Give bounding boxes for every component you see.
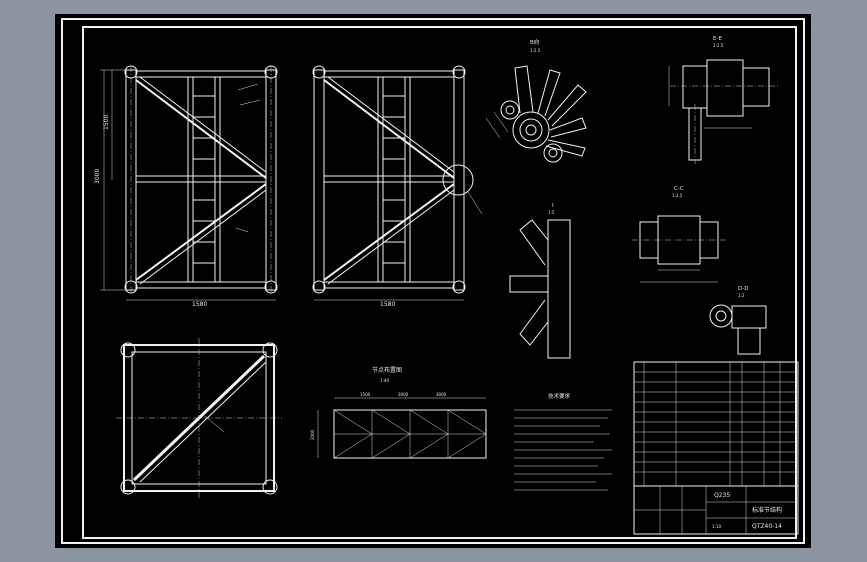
- title-scale: 1:10: [712, 524, 721, 529]
- side-width-dim: 1580: [380, 301, 395, 308]
- title-drawing-name: 标准节结构: [752, 506, 782, 514]
- front-view-truss: 3000 1500 1580: [94, 65, 278, 308]
- layout-dim-b: 3000: [398, 392, 409, 397]
- view-b-label: B向: [530, 38, 539, 46]
- layout-dim-h: 2000: [310, 429, 315, 440]
- drawing-sheet: [55, 14, 811, 548]
- side-view-truss: 1580: [312, 65, 483, 308]
- front-sub-dim: 1500: [103, 115, 110, 130]
- top-view-square: [116, 338, 282, 498]
- detail-i-label: I: [552, 203, 554, 209]
- sheet-border-outer: [61, 18, 805, 544]
- tech-title: 技术要求: [548, 392, 571, 400]
- section-ee-scale: 1:2.5: [713, 43, 724, 48]
- layout-dim-c: 3000: [436, 392, 447, 397]
- layout-title: 节点布置图: [372, 366, 402, 374]
- title-drawing-code: QTZ40-14: [752, 523, 782, 530]
- title-material: Q235: [714, 492, 730, 499]
- front-height-dim: 3000: [94, 169, 101, 184]
- section-cc: C-C 1:2.5: [632, 186, 726, 283]
- detail-i-scale: 1:5: [548, 210, 555, 215]
- view-b-scale: 1:2.5: [530, 48, 541, 53]
- layout-dim-a: 1500: [360, 392, 371, 397]
- technical-notes: 技术要求: [514, 392, 612, 491]
- view-b-hub: B向 1:2.5: [485, 38, 587, 163]
- node-layout-diagram: 节点布置图 1:40 1500 3000 3000 2000: [310, 366, 487, 459]
- section-dd: D-D 1:2: [709, 286, 767, 355]
- front-width-dim: 1580: [192, 301, 207, 308]
- section-cc-scale: 1:2.5: [672, 193, 683, 198]
- section-dd-scale: 1:2: [738, 293, 745, 298]
- section-ee: E-E 1:2.5: [668, 36, 780, 164]
- layout-scale: 1:40: [380, 378, 389, 383]
- title-block: Q235 标准节结构 QTZ40-14 1:10: [633, 485, 799, 535]
- section-ee-label: E-E: [713, 36, 722, 42]
- sheet-border-inner: [82, 26, 797, 539]
- detail-i: I 1:5: [509, 203, 571, 359]
- parts-list-table: [633, 361, 799, 487]
- section-dd-label: D-D: [738, 286, 748, 292]
- section-cc-label: C-C: [674, 186, 684, 192]
